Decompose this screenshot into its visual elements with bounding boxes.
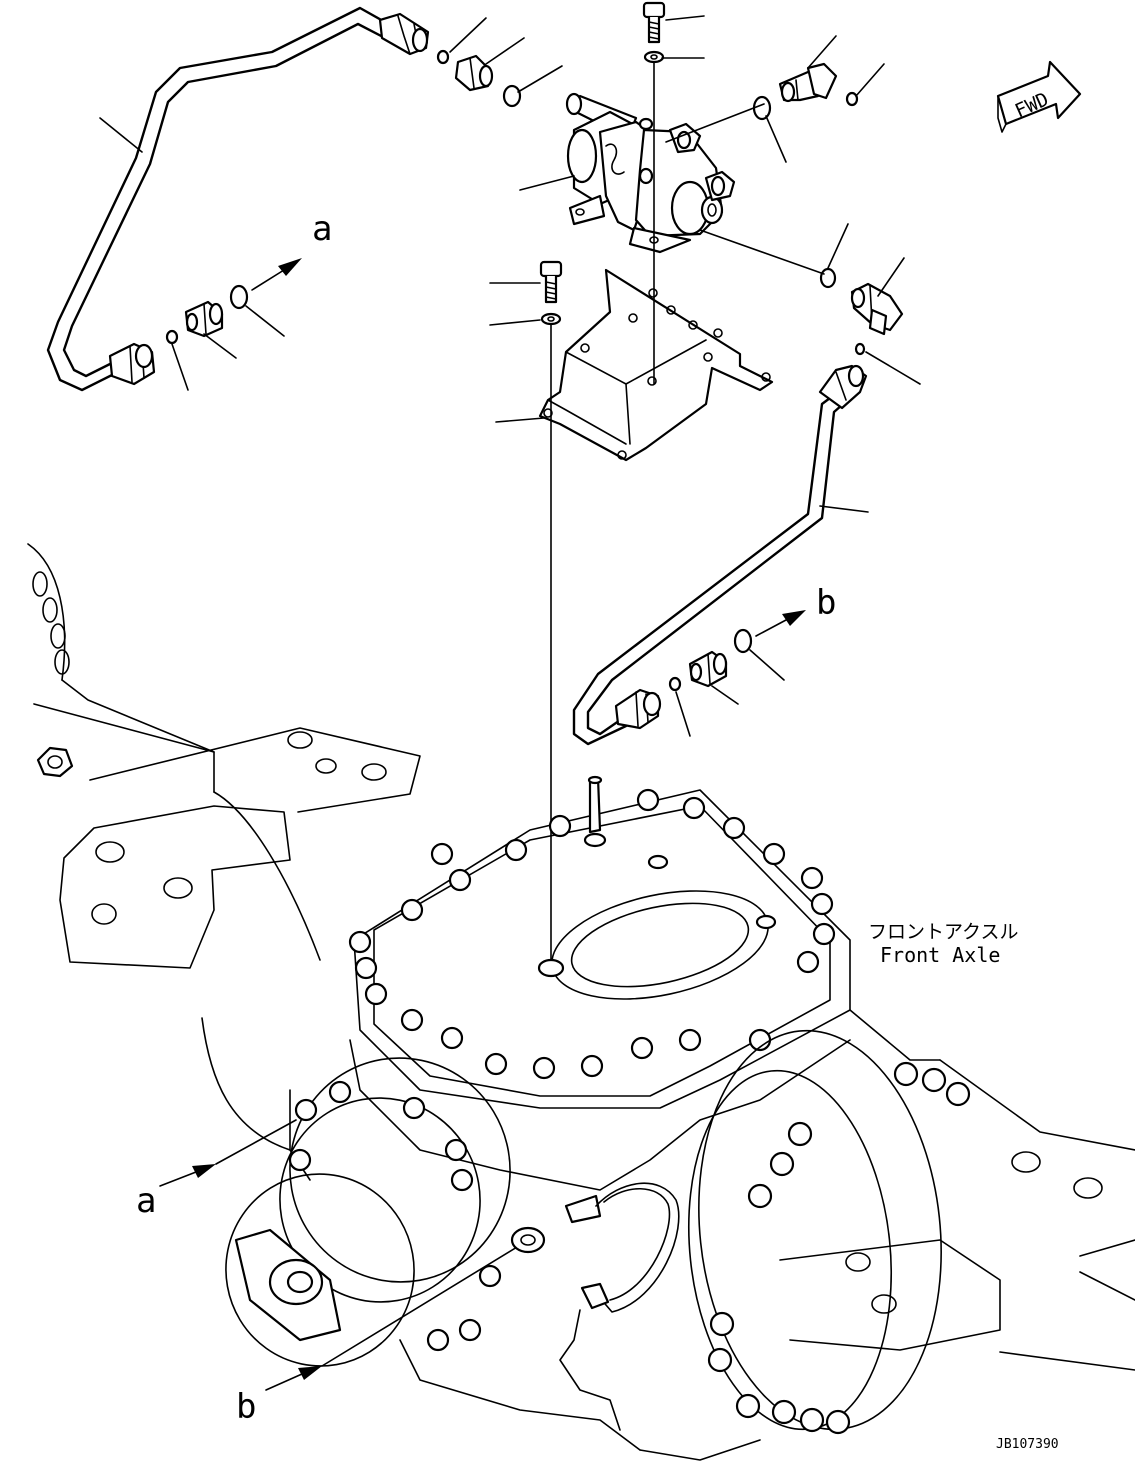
elbow-fitting-top — [454, 54, 494, 92]
speed-sensor — [559, 1182, 680, 1431]
callout-arrow-a-top — [251, 258, 302, 291]
o-ring-a-small — [165, 329, 179, 345]
elbow-fitting-right — [778, 62, 838, 103]
mounting-bracket — [538, 268, 774, 462]
o-ring-b-small — [668, 676, 682, 692]
tube-assembly-b — [572, 364, 868, 746]
fwd-direction-badge: FWD — [996, 60, 1082, 133]
elbow-fitting-right-mid — [850, 282, 904, 336]
mount-boss — [537, 854, 777, 978]
bolt-top — [642, 1, 666, 44]
o-ring-valve-right — [752, 95, 772, 121]
washer-top — [643, 50, 665, 64]
o-ring-right-low — [854, 342, 866, 356]
valve-assembly — [565, 92, 736, 254]
bolt-bracket — [539, 260, 563, 304]
straight-fitting-b — [688, 650, 728, 688]
drawing-id: JB107390 — [996, 1437, 1059, 1452]
callout-b-bottom: b — [236, 1387, 256, 1427]
axle-label-jp: フロントアクスル — [868, 921, 1018, 943]
callout-arrow-b-top — [755, 610, 806, 637]
callout-arrow-a-bottom — [159, 1119, 297, 1187]
straight-fitting-a — [184, 300, 224, 338]
breather-stud — [583, 775, 607, 848]
callout-a-bottom: a — [136, 1181, 156, 1221]
cover-bolts — [348, 788, 836, 1080]
callout-arrow-b-bottom — [265, 1243, 523, 1391]
o-ring-top-1 — [436, 49, 450, 65]
o-ring-top-2 — [502, 84, 522, 108]
output-flange-right — [687, 1029, 1135, 1435]
o-ring-right-top — [845, 91, 859, 107]
o-ring-b-large — [733, 628, 753, 654]
tube-nut-top — [378, 12, 430, 56]
tube-b-nut-bottom — [614, 688, 662, 730]
o-ring-a-large — [229, 284, 249, 310]
callout-a-top: a — [312, 209, 332, 249]
input-flange — [225, 1057, 546, 1367]
tube-nut-bottom — [108, 342, 156, 386]
tube-assembly-a — [46, 6, 430, 392]
front-axle-housing — [27, 543, 1135, 1461]
tube-b-nut-top — [818, 364, 868, 410]
callout-b-top: b — [816, 583, 836, 623]
drain-plug-left — [36, 746, 74, 778]
washer-bracket — [540, 312, 562, 326]
leader-lines — [99, 15, 921, 737]
axle-label-en: Front Axle — [880, 943, 1000, 967]
o-ring-right-mid — [819, 267, 837, 289]
